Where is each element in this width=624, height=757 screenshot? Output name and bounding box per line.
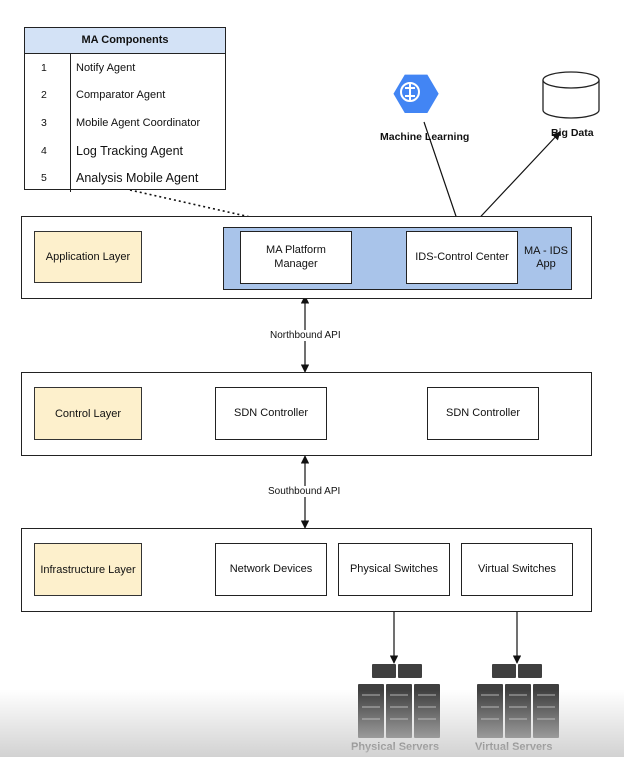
row-name: Notify Agent bbox=[76, 61, 136, 74]
virtual-switches-box: Virtual Switches bbox=[461, 543, 573, 596]
virtual-servers-label: Virtual Servers bbox=[475, 741, 553, 753]
infrastructure-layer-label: Infrastructure Layer bbox=[34, 543, 142, 596]
network-devices-box: Network Devices bbox=[215, 543, 327, 596]
physical-servers-label: Physical Servers bbox=[351, 741, 440, 753]
table-row: 2 Comparator Agent bbox=[25, 81, 225, 110]
row-name: Comparator Agent bbox=[76, 89, 166, 102]
bigdata-ids-arrow bbox=[469, 131, 561, 229]
database-icon bbox=[542, 71, 600, 119]
row-number: 4 bbox=[25, 136, 71, 165]
row-number: 3 bbox=[25, 109, 71, 137]
northbound-api-label: Northbound API bbox=[268, 330, 343, 341]
table-row: 1 Notify Agent bbox=[25, 54, 225, 82]
dotted-link bbox=[129, 189, 309, 231]
row-number: 1 bbox=[25, 54, 71, 82]
ma-components-table: MA Components 1 Notify Agent 2 Comparato… bbox=[24, 27, 226, 192]
sdn-controller-box-b: SDN Controller bbox=[427, 387, 539, 440]
machine-learning-icon bbox=[393, 74, 439, 113]
physical-switches-box: Physical Switches bbox=[338, 543, 450, 596]
row-name: Log Tracking Agent bbox=[76, 143, 184, 158]
southbound-api-label: Southbound API bbox=[266, 486, 343, 497]
ma-ids-app-label: MA - IDS App bbox=[524, 245, 569, 271]
row-number: 5 bbox=[25, 164, 71, 192]
sdn-controller-box-a: SDN Controller bbox=[215, 387, 327, 440]
ml-ids-arrow bbox=[423, 121, 462, 229]
row-name: Mobile Agent Coordinator bbox=[76, 116, 201, 129]
table-row: 5 Analysis Mobile Agent bbox=[25, 164, 225, 192]
row-number: 2 bbox=[25, 81, 71, 110]
ma-platform-manager-box: MA Platform Manager bbox=[240, 231, 352, 284]
row-name: Analysis Mobile Agent bbox=[76, 171, 199, 186]
big-data-label: Big Data bbox=[551, 127, 594, 139]
physical-servers-icon bbox=[358, 664, 440, 738]
control-layer-label: Control Layer bbox=[34, 387, 142, 440]
table-row: 4 Log Tracking Agent bbox=[25, 136, 225, 165]
ids-control-center-box: IDS-Control Center bbox=[406, 231, 518, 284]
virtual-servers-icon bbox=[477, 664, 559, 738]
table-row: 3 Mobile Agent Coordinator bbox=[25, 109, 225, 137]
ma-components-title: MA Components bbox=[25, 28, 225, 54]
application-layer-label: Application Layer bbox=[34, 231, 142, 283]
machine-learning-label: Machine Learning bbox=[380, 131, 470, 143]
